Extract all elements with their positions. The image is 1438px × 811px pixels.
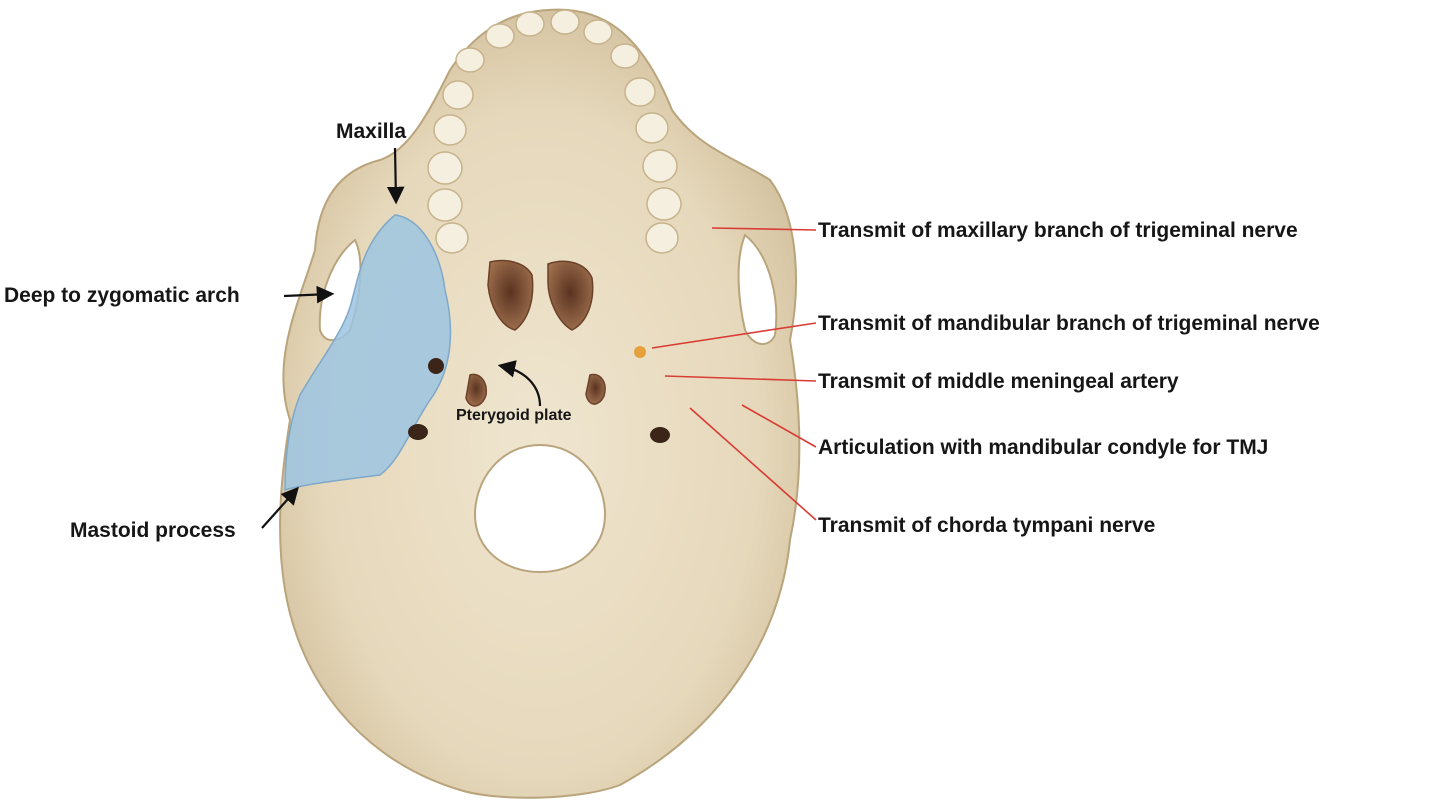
label-chorda-tympani: Transmit of chorda tympani nerve [818,514,1156,537]
label-arrows [261,147,542,529]
label-tmj-articulation: Articulation with mandibular condyle for… [818,436,1269,459]
label-pterygoid-plate: Pterygoid plate [456,407,572,424]
label-maxilla: Maxilla [336,120,407,143]
label-mandibular-branch: Transmit of mandibular branch of trigemi… [818,312,1320,335]
label-maxillary-branch: Transmit of maxillary branch of trigemin… [818,219,1298,242]
posterior-nasal-cavities [465,259,606,407]
label-deep-to-zygomatic-arch: Deep to zygomatic arch [4,284,240,307]
teeth-arch [427,9,682,254]
foramina [408,346,670,443]
temporal-bone-highlight [284,214,452,492]
label-mastoid-process: Mastoid process [70,519,236,542]
leader-lines [651,227,817,521]
label-middle-meningeal-artery: Transmit of middle meningeal artery [818,370,1179,393]
right-zygomatic-opening [737,233,778,345]
foramen-magnum [473,443,607,574]
